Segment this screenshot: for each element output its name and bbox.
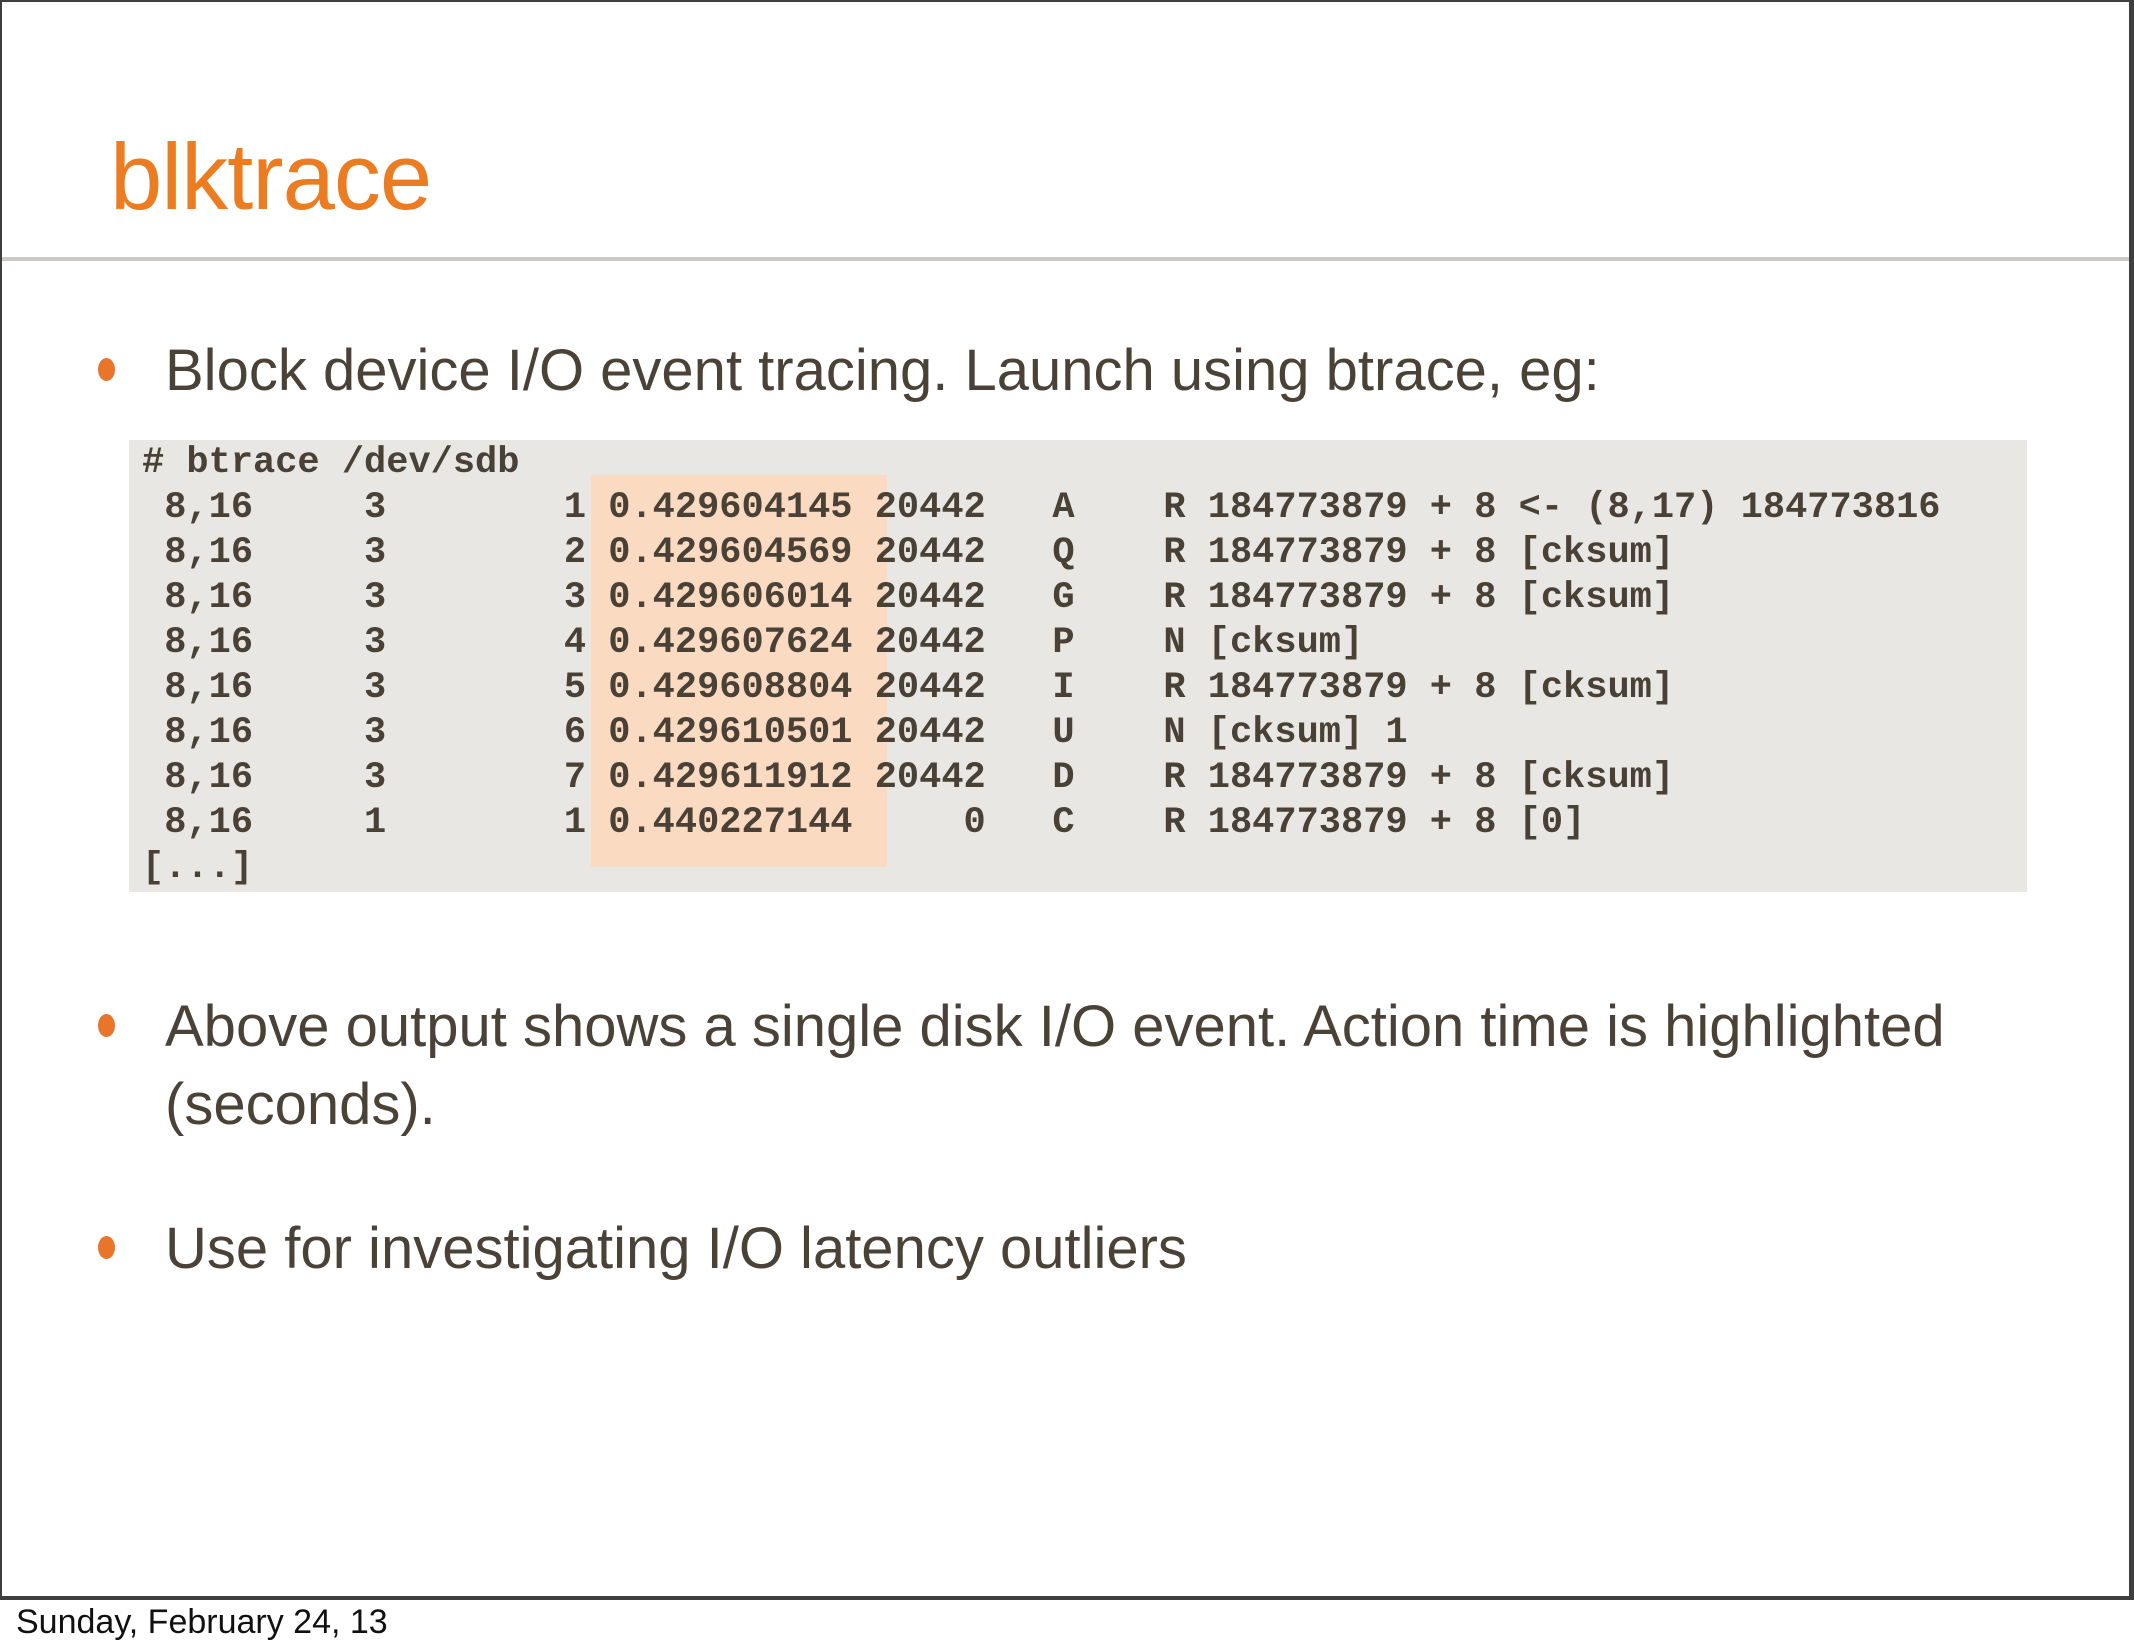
- slide-date-footer: Sunday, February 24, 13: [16, 1603, 388, 1641]
- bullet-icon: [98, 358, 115, 381]
- bullet-item-3: Use for investigating I/O latency outlie…: [98, 1210, 1187, 1288]
- slide: blktrace Block device I/O event tracing.…: [0, 0, 2134, 1600]
- bullet-item-2: Above output shows a single disk I/O eve…: [98, 988, 1965, 1144]
- code-block: # btrace /dev/sdb 8,16 3 1 0.429604145 2…: [129, 440, 2027, 892]
- code-output: # btrace /dev/sdb 8,16 3 1 0.429604145 2…: [142, 442, 1941, 889]
- slide-title: blktrace: [110, 124, 432, 229]
- action-time-highlight: [591, 475, 887, 867]
- bullet-text-3: Use for investigating I/O latency outlie…: [165, 1216, 1187, 1281]
- bullet-text-1: Block device I/O event tracing. Launch u…: [165, 338, 1600, 403]
- bullet-icon: [98, 1236, 115, 1259]
- bullet-item-1: Block device I/O event tracing. Launch u…: [98, 332, 1600, 410]
- bullet-icon: [98, 1014, 115, 1037]
- title-divider: [2, 257, 2129, 261]
- bullet-text-2: Above output shows a single disk I/O eve…: [165, 994, 1945, 1137]
